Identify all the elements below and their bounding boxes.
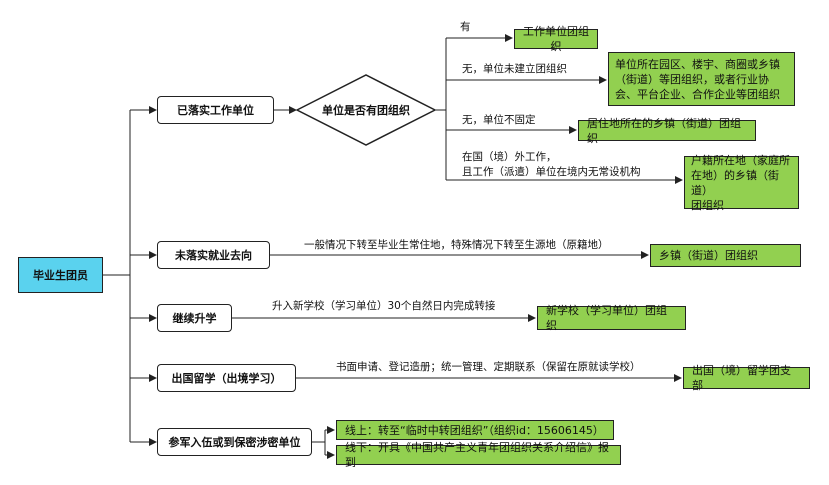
leaf-township-org-label: 乡镇（街道）团组织 <box>659 249 758 262</box>
leaf-new-school-org: 新学校（学习单位）团组织 <box>537 304 686 332</box>
leaf-park-org: 单位所在园区、楼宇、商圈或乡镇 （街道）等团组织，或者行业协 会、平台企业、合作… <box>608 52 795 106</box>
edge-label-study-abroad: 书面申请、登记造册；统一管理、定期联系（保留在原就读学校） <box>336 361 641 373</box>
leaf-household-org-line3: 团组织 <box>691 198 724 212</box>
branch-military-label: 参军入伍或到保密涉密单位 <box>168 435 301 449</box>
leaf-offline-letter-label: 线下：开具《中国共产主义青年团组织关系介绍信》报到 <box>345 441 609 469</box>
decision-label: 单位是否有团组织 <box>322 103 410 117</box>
branch-unemployed-label: 未落实就业去向 <box>175 248 252 262</box>
root-label: 毕业生团员 <box>33 268 88 282</box>
edge-label-has: 有 <box>460 21 471 33</box>
edge-label-further-study: 升入新学校（学习单位）30个自然日内完成转接 <box>272 300 496 312</box>
leaf-new-school-org-label: 新学校（学习单位）团组织 <box>546 304 667 332</box>
branch-military: 参军入伍或到保密涉密单位 <box>157 428 312 456</box>
edge-label-unemployed: 一般情况下转至毕业生常住地，特殊情况下转至生源地（原籍地） <box>304 239 609 251</box>
leaf-park-org-line2: （街道）等团组织，或者行业协 <box>615 72 769 86</box>
edge-label-abroad-line1: 在国（境）外工作， <box>462 151 557 163</box>
leaf-household-org-line1: 户籍所在地（家庭所 <box>691 153 790 167</box>
decision-label-box: 单位是否有团组织 <box>297 100 435 120</box>
branch-study-abroad-label: 出国留学（出境学习） <box>171 371 282 385</box>
leaf-park-org-line1: 单位所在园区、楼宇、商圈或乡镇 <box>615 57 780 71</box>
leaf-household-org: 户籍所在地（家庭所 在地）的乡镇（街道） 团组织 <box>684 153 799 212</box>
leaf-residence-org: 居住地所在的乡镇（街道）团组织 <box>578 117 756 145</box>
leaf-work-unit-org-label: 工作单位团组织 <box>523 25 589 53</box>
branch-study-abroad: 出国留学（出境学习） <box>157 364 296 392</box>
edge-label-no-unit: 无，单位未建立团组织 <box>462 63 567 75</box>
leaf-residence-org-label: 居住地所在的乡镇（街道）团组织 <box>587 116 741 145</box>
leaf-park-org-line3: 会、平台企业、合作企业等团组织 <box>615 87 780 101</box>
leaf-online-transfer-label: 线上：转至“临时中转团组织”（组织id：15606145） <box>345 423 604 437</box>
branch-employed: 已落实工作单位 <box>157 96 274 124</box>
leaf-online-transfer: 线上：转至“临时中转团组织”（组织id：15606145） <box>336 420 614 440</box>
leaf-work-unit-org: 工作单位团组织 <box>514 25 598 53</box>
branch-further-study-label: 继续升学 <box>172 311 217 325</box>
branch-employed-label: 已落实工作单位 <box>177 103 254 117</box>
edge-label-abroad-line2: 且工作（派遣）单位在境内无常设机构 <box>462 166 641 178</box>
branch-unemployed: 未落实就业去向 <box>157 241 270 269</box>
leaf-household-org-line2: 在地）的乡镇（街道） <box>691 168 779 197</box>
leaf-overseas-branch-label: 出国（境）留学团支部 <box>692 364 791 392</box>
edge-label-no-fixed: 无，单位不固定 <box>462 114 536 126</box>
branch-further-study: 继续升学 <box>157 304 232 332</box>
decision-diamond <box>295 74 437 146</box>
leaf-overseas-branch: 出国（境）留学团支部 <box>683 364 810 392</box>
leaf-offline-letter: 线下：开具《中国共产主义青年团组织关系介绍信》报到 <box>336 441 621 469</box>
root-node: 毕业生团员 <box>18 257 103 293</box>
leaf-township-org: 乡镇（街道）团组织 <box>650 244 801 267</box>
